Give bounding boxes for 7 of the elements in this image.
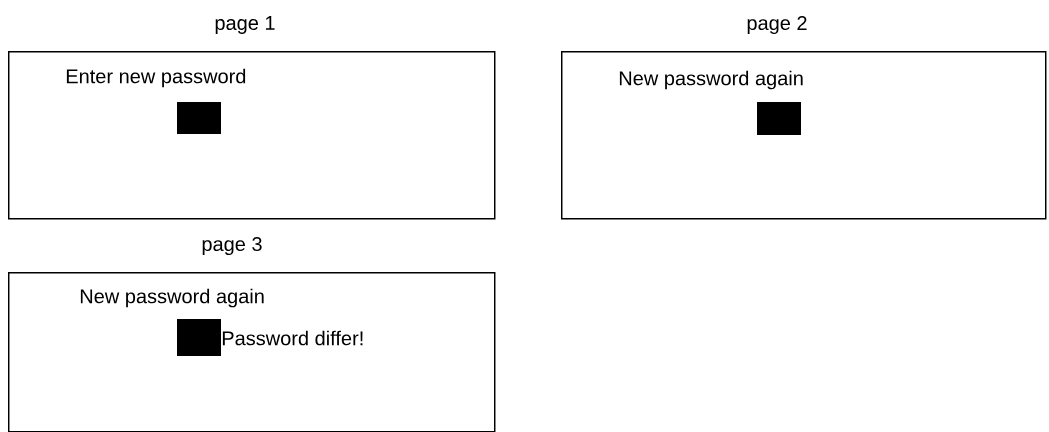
prompt-text: Enter new password — [66, 68, 246, 88]
prompt-text: New password again — [80, 288, 264, 308]
error-message: Password differ! — [222, 330, 363, 346]
prompt-text: New password again — [619, 70, 803, 90]
page-heading: page 1 — [215, 16, 275, 34]
page-heading: page 2 — [747, 15, 807, 35]
page-heading: page 3 — [202, 236, 262, 256]
